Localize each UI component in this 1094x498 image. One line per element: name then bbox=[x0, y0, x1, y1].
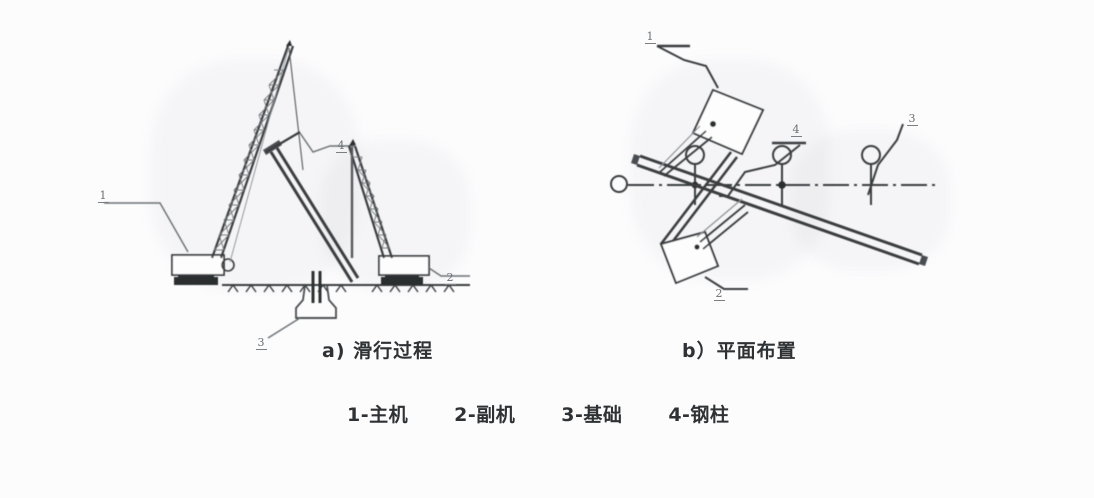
callout-elev-3: 3 bbox=[254, 337, 268, 350]
plan-boom-middle bbox=[719, 141, 806, 197]
callout-plan-3: 3 bbox=[905, 113, 919, 126]
plan-leader-3 bbox=[867, 123, 904, 196]
elevation-view bbox=[104, 40, 470, 339]
main-crane-plan-upper bbox=[656, 44, 765, 177]
plan-view bbox=[610, 44, 935, 290]
callout-elev-4: 4 bbox=[334, 140, 348, 153]
callout-plan-2: 2 bbox=[712, 288, 726, 301]
callout-elev-1: 1 bbox=[96, 190, 110, 203]
main-crane-elevation bbox=[171, 40, 304, 285]
foundation-symbol bbox=[295, 271, 337, 319]
legend-item-4: 4-钢柱 bbox=[668, 404, 730, 426]
plan-steel-column-laid bbox=[631, 154, 928, 266]
plan-steel-column-second bbox=[659, 151, 739, 250]
legend-item-1: 1-主机 bbox=[347, 404, 409, 426]
legend: 1-主机 2-副机 3-基础 4-钢柱 bbox=[347, 400, 729, 427]
caption-elevation-view: a) 滑行过程 bbox=[322, 340, 434, 362]
auxiliary-crane-plan-lower bbox=[659, 198, 749, 290]
legend-item-2: 2-副机 bbox=[454, 404, 516, 426]
auxiliary-crane-elevation bbox=[347, 139, 470, 285]
callout-elev-2: 2 bbox=[443, 272, 457, 285]
callout-plan-4: 4 bbox=[789, 124, 803, 137]
legend-item-3: 3-基础 bbox=[561, 404, 623, 426]
callout-leader-3 bbox=[267, 317, 301, 339]
plan-foundation-circles bbox=[610, 145, 881, 205]
callout-plan-1: 1 bbox=[643, 31, 657, 44]
callout-leader-1 bbox=[104, 202, 189, 253]
steel-column-elevation bbox=[263, 131, 360, 283]
ground-line bbox=[222, 283, 470, 293]
caption-plan-view: b）平面布置 bbox=[682, 340, 797, 362]
